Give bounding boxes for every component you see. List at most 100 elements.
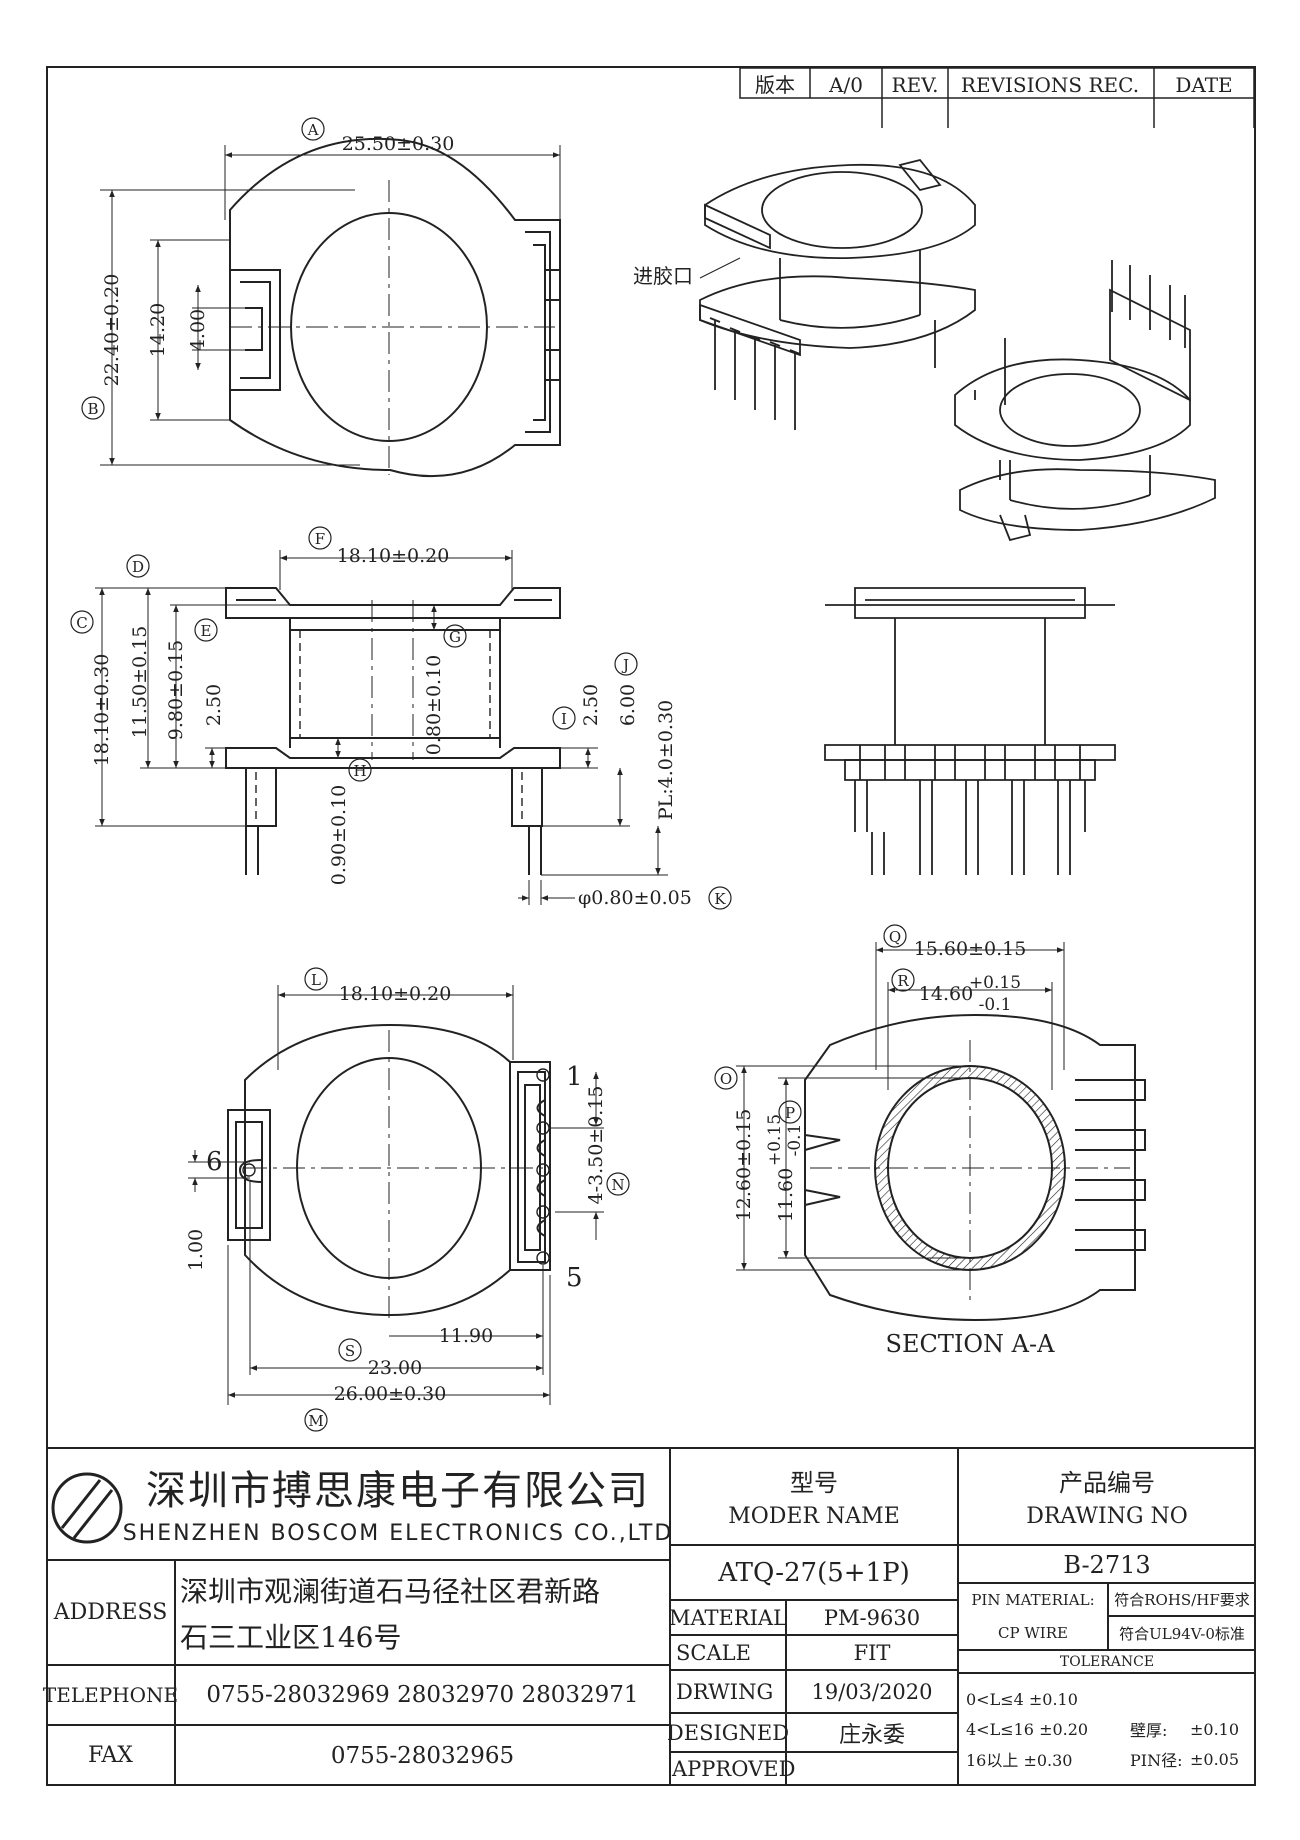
rohs-note: 符合ROHS/HF要求 [1114,1591,1250,1609]
dim-p-tol-up: +0.15 [765,1114,785,1166]
dim-slot: 4.00 [187,309,209,351]
callout-a: A [301,117,325,141]
company-name-cn: 深圳市搏思康电子有限公司 [146,1468,650,1514]
material-value: PM-9630 [823,1605,921,1630]
address-line-1: 深圳市观澜街道石马径社区君新路 [180,1575,601,1608]
dim-e: 9.80±0.15 [165,640,187,741]
company-name-en: SHENZHEN BOSCOM ELECTRONICS CO.,LTD [122,1520,674,1546]
dim-m: 26.00±0.30 [334,1383,447,1405]
iso-view-bottom-right [954,260,1216,542]
callout-l: L [311,971,321,989]
dim-inner: 14.20 [147,303,169,357]
callout-s: S [345,1342,355,1360]
scale-value: FIT [853,1640,891,1665]
dim-o: 12.60±0.15 [733,1109,755,1222]
dim-23: 23.00 [368,1357,422,1379]
version-label: 版本 [755,73,795,97]
front-view [824,587,1116,875]
tolerance-label: TOLERANCE [1059,1653,1155,1670]
telephone-label: TELEPHONE [42,1683,179,1707]
dim-pl: PL:4.0±0.30 [655,700,677,820]
side-view [225,587,561,875]
wall-thickness-label: 壁厚: [1130,1721,1168,1740]
dim-2-50-left: 2.50 [203,684,225,726]
dim-d: 11.50±0.15 [129,626,151,739]
callout-c: C [76,614,87,632]
dim-c: 18.10±0.30 [91,654,113,767]
scale-label: SCALE [676,1640,751,1665]
dim-k: φ0.80±0.05 [578,887,692,909]
svg-text:A: A [307,121,319,139]
top-view [229,137,561,478]
gate-label: 进胶口 [633,264,693,288]
section-title: SECTION A-A [886,1330,1056,1358]
model-value: ATQ-27(5+1P) [718,1558,910,1588]
callout-g: G [449,628,461,646]
drawing-no-label-en: DRAWING NO [1026,1503,1188,1529]
dim-f: 18.10±0.20 [337,545,450,567]
revision-table [739,67,1255,128]
dim-q: 15.60±0.15 [914,938,1027,960]
dim-r-tol-up: +0.15 [969,973,1021,993]
drawing-date-label: DRWING [676,1679,774,1704]
rev-label: REV. [892,73,939,97]
pin-6-label: 6 [206,1147,223,1177]
tolerance-line-2: 4<L≤16 ±0.20 [966,1719,1089,1739]
dim-h: 0.90±0.10 [328,785,350,886]
pin-diameter-value: ±0.05 [1190,1749,1240,1769]
dim-g: 0.80±0.10 [423,655,445,756]
designed-value: 庄永委 [838,1722,905,1748]
dim-l: 18.10±0.20 [339,983,452,1005]
callout-o: O [720,1070,732,1088]
tolerance-line-1: 0<L≤4 ±0.10 [966,1689,1078,1709]
fax-label: FAX [88,1743,133,1768]
date-label: DATE [1175,73,1232,97]
pin-diameter-label: PIN径: [1130,1751,1183,1770]
bottom-view [227,1023,551,1317]
designed-label: DESIGNED [666,1720,790,1745]
dim-r-base: 14.60 [919,983,973,1005]
drawing-no-value: B-2713 [1063,1551,1151,1579]
title-block-grid [46,1447,1256,1786]
callout-i: I [561,710,567,728]
model-label-en: MODER NAME [728,1503,900,1529]
section-view [804,1013,1146,1322]
callout-h: H [353,762,366,780]
drawing-date-value: 19/03/2020 [811,1679,933,1704]
dim-1-00: 1.00 [185,1229,207,1271]
callout-p: P [785,1104,795,1122]
dim-n: 4-3.50±0.15 [585,1085,607,1204]
callout-b: B [81,396,105,420]
dim-p-tol-dn: -0.1 [785,1124,805,1157]
ul-note: 符合UL94V-0标准 [1119,1624,1245,1643]
dim-p-base: 11.60 [775,1168,797,1222]
address-label: ADDRESS [53,1600,168,1625]
callout-q: Q [889,928,901,946]
approved-value [786,1752,958,1786]
callout-k: K [714,890,726,908]
iso-view-top-right [699,158,976,430]
pin-material-label: PIN MATERIAL: [971,1590,1095,1609]
pin-1-label: 1 [566,1062,583,1092]
dim-b: 22.40±0.20 [101,274,123,387]
telephone-value: 0755-28032969 28032970 28032971 [206,1682,639,1708]
callout-r: R [897,972,909,990]
callout-f: F [315,530,325,548]
dim-i: 2.50 [580,684,602,726]
material-label: MATERIAL [668,1605,788,1630]
dim-a: 25.50±0.30 [342,133,455,155]
approved-label: APPROVED [672,1757,796,1781]
pin-material-value: CP WIRE [998,1624,1068,1642]
pin-5-label: 5 [566,1263,583,1293]
dim-j: 6.00 [617,684,639,726]
tolerance-line-3: 16以上 ±0.30 [966,1751,1073,1770]
dim-s: 11.90 [439,1325,493,1347]
callout-e: E [201,622,212,640]
drawing-frame [46,66,1256,1786]
address-line-2: 石三工业区146号 [180,1621,402,1654]
version-value: A/0 [828,73,863,97]
wall-thickness-value: ±0.10 [1190,1719,1240,1739]
drawing-no-label-cn: 产品编号 [1059,1468,1155,1497]
